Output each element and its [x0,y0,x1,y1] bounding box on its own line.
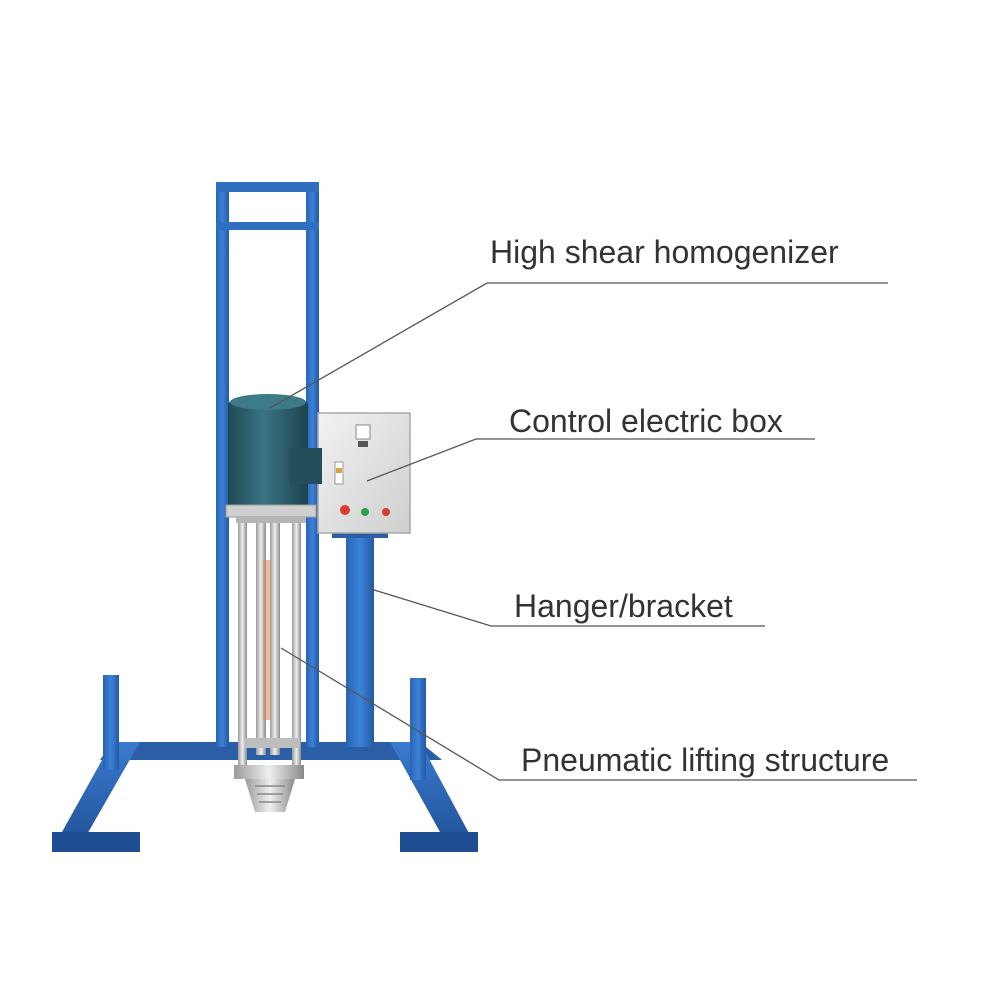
homogenizer-shaft [234,523,304,779]
mixing-head [245,779,295,812]
leader-line-homogenizer [269,282,888,409]
label-high-shear-homogenizer: High shear homogenizer [490,234,839,270]
control-electric-box [317,412,411,534]
leader-line-control-box [366,438,815,482]
hanger-bracket [332,528,388,747]
leader-line-lifting [280,647,917,781]
label-control-electric-box: Control electric box [509,403,783,439]
leader-line-hanger [370,588,765,627]
label-hanger-bracket: Hanger/bracket [514,588,733,624]
leader-lines [269,282,917,781]
homogenizer-motor [225,394,322,523]
base-frame [52,675,478,852]
label-pneumatic-lifting-structure: Pneumatic lifting structure [521,742,890,778]
